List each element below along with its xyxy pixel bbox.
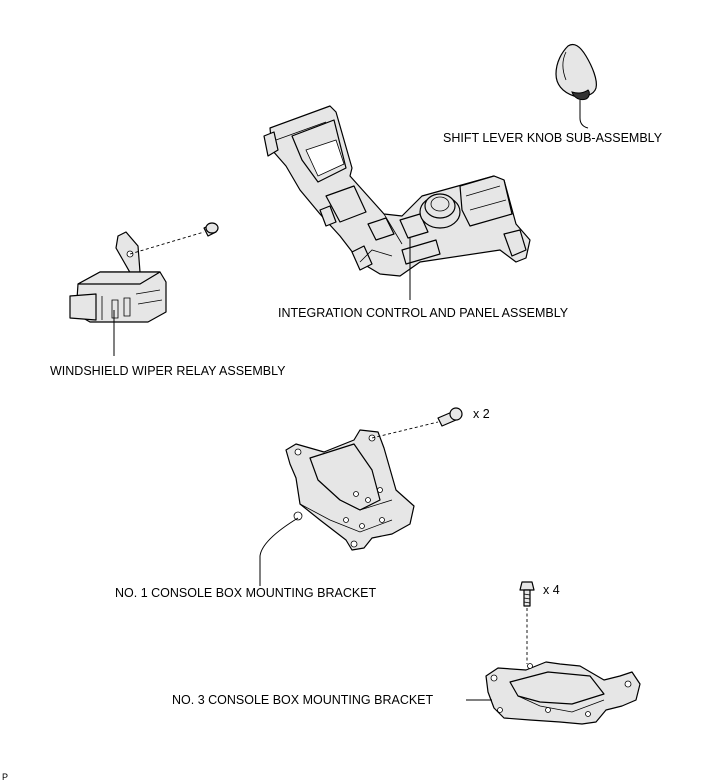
bracket-no3-bolt <box>519 581 535 607</box>
label-integration-control-panel: INTEGRATION CONTROL AND PANEL ASSEMBLY <box>278 306 569 320</box>
label-shift-lever-knob: SHIFT LEVER KNOB SUB-ASSEMBLY <box>443 131 663 145</box>
bracket-no1-bolt-dashline <box>371 421 439 439</box>
windshield-wiper-relay <box>69 231 167 323</box>
shift-knob-leader <box>579 100 589 129</box>
integration-control-panel <box>263 105 531 277</box>
shift-lever-knob <box>555 43 597 101</box>
corner-mark: P <box>2 772 8 782</box>
wiper-bolt-dashline <box>129 231 205 255</box>
label-bracket-no3: NO. 3 CONSOLE BOX MOUNTING BRACKET <box>172 693 434 707</box>
label-windshield-wiper-relay: WINDSHIELD WIPER RELAY ASSEMBLY <box>50 364 286 378</box>
bracket-no3 <box>485 661 641 725</box>
bracket-no1-bolt <box>437 407 463 427</box>
bracket-no1 <box>285 429 415 551</box>
qty-bracket-no1-bolts: x 2 <box>473 407 490 421</box>
label-bracket-no1: NO. 1 CONSOLE BOX MOUNTING BRACKET <box>115 586 377 600</box>
qty-bracket-no3-bolts: x 4 <box>543 583 560 597</box>
wiper-relay-bolt <box>203 222 219 237</box>
bracket-no1-leader <box>259 517 299 586</box>
